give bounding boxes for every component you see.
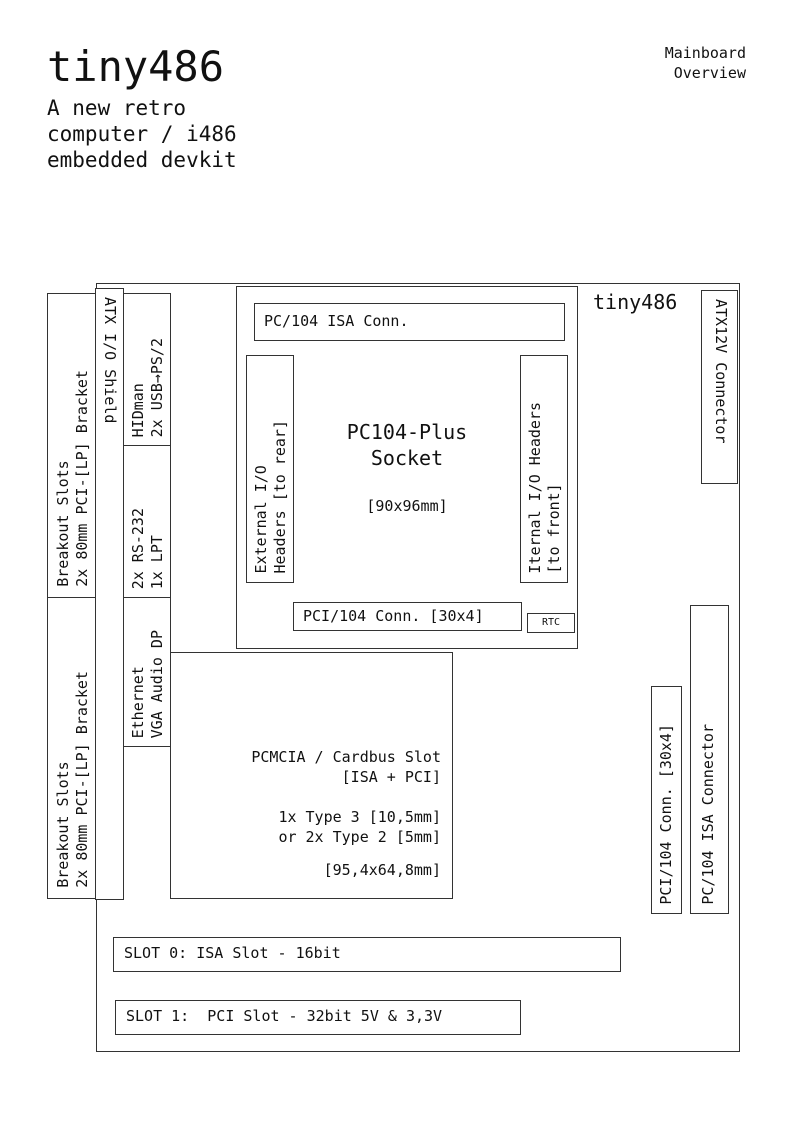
internal-io-headers: Iternal I/O Headers[to front]: [520, 355, 568, 583]
atx12v-label: ATX12V Connector: [712, 299, 730, 444]
atx-shield-text: ATX I/O Shield: [101, 297, 119, 424]
subtitle-line: A new retro: [47, 96, 187, 120]
pc104-isa-connector-right: PC/104 ISA Connector: [690, 605, 729, 914]
internal-io-text: Iternal I/O Headers[to front]: [526, 402, 563, 574]
slot-0-isa: SLOT 0: ISA Slot - 16bit: [113, 937, 621, 972]
pci104-right-label: PCI/104 Conn. [30x4]: [657, 724, 675, 905]
socket-size: [90x96mm]: [366, 497, 448, 515]
rtc-label: RTC: [541, 617, 561, 628]
atx-io-shield: ATX I/O Shield: [95, 288, 124, 900]
pcmcia-text: PCMCIA / Cardbus Slot[ISA + PCI]1x Type …: [251, 748, 441, 879]
pc104-isa-conn: PC/104 ISA Conn.: [254, 303, 565, 341]
slot-1-pci: SLOT 1: PCI Slot - 32bit 5V & 3,3V: [115, 1000, 521, 1035]
subtitle-line: embedded devkit: [47, 148, 237, 172]
isa-conn-label: PC/104 ISA Conn.: [264, 312, 409, 330]
pci-conn-label: PCI/104 Conn. [30x4]: [303, 607, 484, 625]
sheet-line: Mainboard: [664, 44, 746, 62]
pci104-conn: PCI/104 Conn. [30x4]: [293, 602, 522, 631]
page-title: tiny486: [47, 42, 225, 91]
slot0-label: SLOT 0: ISA Slot - 16bit: [124, 944, 341, 962]
slot1-label: SLOT 1: PCI Slot - 32bit 5V & 3,3V: [126, 1007, 443, 1025]
pci104-conn-right: PCI/104 Conn. [30x4]: [651, 686, 682, 914]
sheet-line: Overview: [673, 64, 746, 82]
atx12v-connector: ATX12V Connector: [701, 290, 738, 484]
pcmcia-slot: PCMCIA / Cardbus Slot[ISA + PCI]1x Type …: [170, 652, 453, 899]
subtitle-line: computer / i486: [47, 122, 237, 146]
rtc: RTC: [527, 613, 575, 633]
board-label: tiny486: [593, 290, 678, 314]
isa104-right-label: PC/104 ISA Connector: [699, 724, 717, 905]
